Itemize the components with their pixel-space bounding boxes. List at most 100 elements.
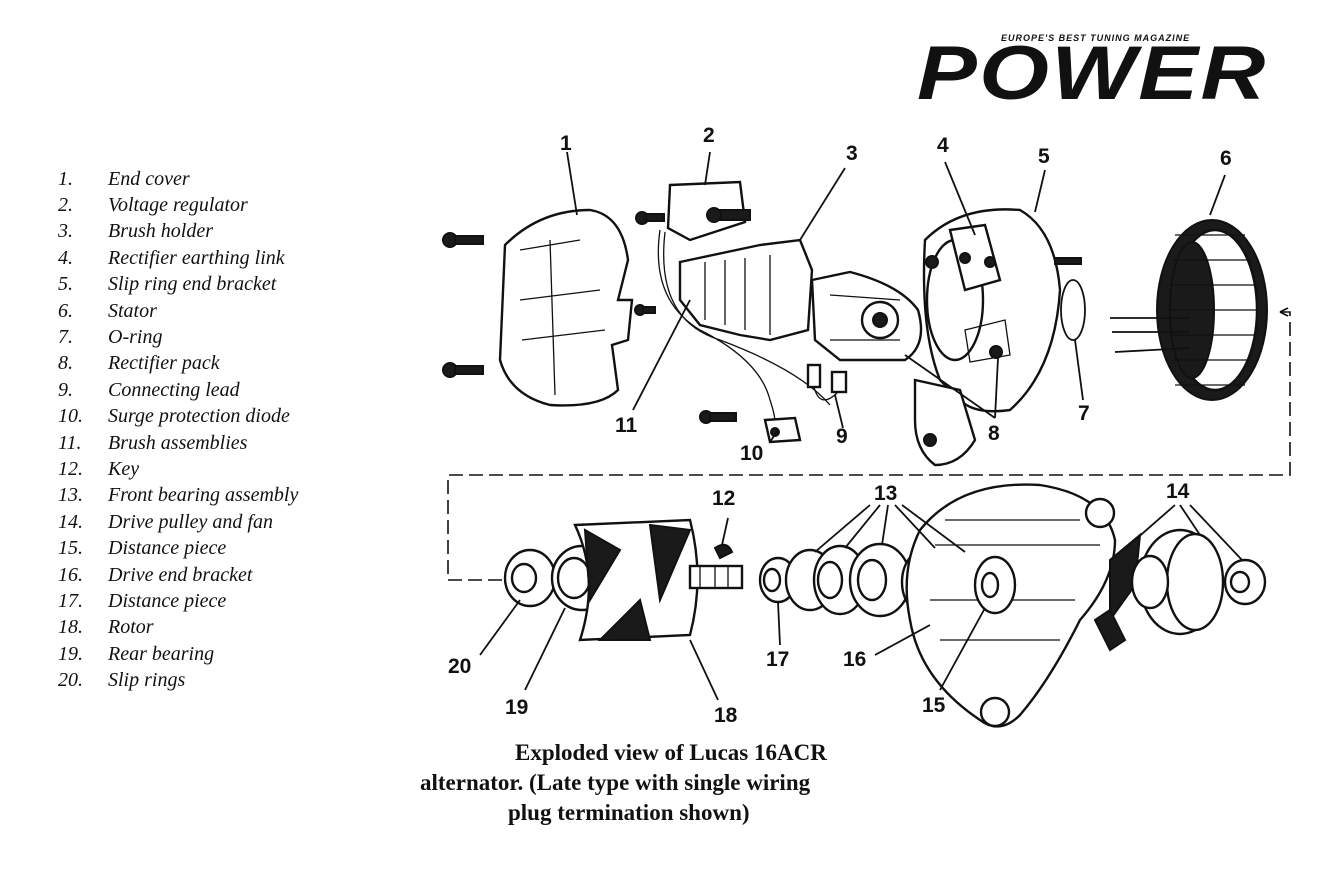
legend-item: 2. Voltage regulator xyxy=(48,192,388,218)
legend-item: 16. Drive end bracket xyxy=(48,562,388,588)
legend-label: Slip ring end bracket xyxy=(108,273,277,296)
legend-number: 15. xyxy=(58,537,83,560)
legend-number: 14. xyxy=(58,510,83,533)
legend-label: Slip rings xyxy=(108,669,186,692)
end-cover-bolt xyxy=(442,362,484,378)
legend-item: 17. Distance piece xyxy=(48,588,388,614)
legend-label: Front bearing assembly xyxy=(108,484,299,507)
assembly-path-arrow xyxy=(1279,307,1289,317)
callout-20: 20 xyxy=(448,655,471,678)
legend-number: 17. xyxy=(58,589,83,612)
callout-8: 8 xyxy=(988,422,1000,445)
slip-rings-part xyxy=(503,548,557,608)
legend-number: 5. xyxy=(58,273,73,296)
legend-number: 4. xyxy=(58,246,73,269)
assembly-path-line xyxy=(447,311,1291,581)
legend-label: Brush assemblies xyxy=(108,431,248,454)
callout-14: 14 xyxy=(1166,480,1190,503)
legend-label: Voltage regulator xyxy=(108,194,248,217)
callout-13: 13 xyxy=(874,482,897,505)
legend-item: 11. Brush assemblies xyxy=(48,430,388,456)
legend-number: 1. xyxy=(58,167,73,190)
legend-number: 8. xyxy=(58,352,73,375)
screw xyxy=(634,304,656,316)
legend-number: 6. xyxy=(58,299,73,322)
legend-item: 18. Rotor xyxy=(48,615,388,641)
legend-number: 10. xyxy=(58,405,83,428)
callout-18: 18 xyxy=(714,704,738,727)
legend-label: Distance piece xyxy=(108,589,227,612)
legend-label: Rotor xyxy=(108,616,154,639)
legend-number: 7. xyxy=(58,326,73,349)
logo-tagline: EUROPE'S BEST TUNING MAGAZINE xyxy=(1001,33,1191,43)
parts-legend: 1.End cover 2. Voltage regulator 3. Brush … xyxy=(48,166,388,694)
legend-number: 16. xyxy=(58,563,83,586)
callout-2: 2 xyxy=(703,124,715,147)
legend-item: 13.Front bearing assembly xyxy=(48,483,388,509)
legend-item: 6. Stator xyxy=(48,298,388,324)
magazine-logo: EUROPE'S BEST TUNING MAGAZINE POWER xyxy=(915,30,1325,112)
distance-piece-15-part xyxy=(973,555,1017,615)
callout-17: 17 xyxy=(766,648,789,671)
legend-number: 18. xyxy=(58,616,83,639)
legend-label: Rectifier pack xyxy=(108,352,220,375)
connecting-lead-part xyxy=(806,363,848,401)
rectifier-earthing-link-part xyxy=(925,223,1002,292)
legend-number: 2. xyxy=(58,194,73,217)
legend-item: 20. Slip rings xyxy=(48,667,388,693)
legend-label: Brush holder xyxy=(108,220,213,243)
legend-label: Connecting lead xyxy=(108,378,240,401)
legend-number: 11. xyxy=(58,431,82,454)
legend-label: O-ring xyxy=(108,326,163,349)
key-part xyxy=(713,543,734,560)
callout-3: 3 xyxy=(846,142,858,165)
figure-caption: Exploded view of Lucas 16ACR alternator.… xyxy=(400,738,960,828)
screw xyxy=(699,410,737,424)
drive-pulley-and-fan-part xyxy=(1093,528,1267,652)
legend-item: 1.End cover xyxy=(48,166,388,192)
legend-label: Stator xyxy=(108,299,157,322)
legend-number: 9. xyxy=(58,378,73,401)
legend-number: 3. xyxy=(58,220,73,243)
o-ring-part xyxy=(1060,279,1086,341)
end-cover-bolt xyxy=(442,232,484,248)
legend-label: Distance piece xyxy=(108,537,227,560)
callout-11: 11 xyxy=(615,414,638,437)
stator-part xyxy=(1110,219,1268,401)
callout-16: 16 xyxy=(843,648,866,671)
callout-6: 6 xyxy=(1220,147,1232,170)
legend-item: 19.Rear bearing xyxy=(48,641,388,667)
legend-item: 5. Slip ring end bracket xyxy=(48,272,388,298)
callout-1: 1 xyxy=(560,132,572,155)
legend-label: Rear bearing xyxy=(108,642,215,665)
voltage-regulator-part xyxy=(657,180,831,431)
leader-lines xyxy=(479,151,1243,701)
callout-12: 12 xyxy=(712,487,735,510)
screw xyxy=(635,211,665,225)
rectifier-pack-part xyxy=(810,270,923,362)
legend-item: 4.Rectifier earthing link xyxy=(48,245,388,271)
legend-item: 10. Surge protection diode xyxy=(48,404,388,430)
legend-item: 14. Drive pulley and fan xyxy=(48,509,388,535)
brush-holder-part xyxy=(678,238,814,342)
legend-item: 12.Key xyxy=(48,456,388,482)
callout-7: 7 xyxy=(1078,402,1090,425)
legend-item: 15. Distance piece xyxy=(48,535,388,561)
legend-label: Drive end bracket xyxy=(108,563,253,586)
legend-item: 3. Brush holder xyxy=(48,219,388,245)
legend-item: 8. Rectifier pack xyxy=(48,351,388,377)
legend-number: 12. xyxy=(58,457,83,480)
callout-9: 9 xyxy=(836,425,848,448)
legend-label: Surge protection diode xyxy=(108,405,290,428)
drive-end-bracket-part xyxy=(905,483,1117,728)
callout-15: 15 xyxy=(922,694,946,717)
caption-line-3: plug termination shown) xyxy=(508,800,750,825)
callout-10: 10 xyxy=(740,442,763,465)
legend-number: 20. xyxy=(58,669,83,692)
legend-label: Drive pulley and fan xyxy=(108,510,273,533)
caption-line-1: Exploded view of Lucas 16ACR xyxy=(515,740,827,765)
rotor-part xyxy=(573,518,744,642)
legend-item: 9. Connecting lead xyxy=(48,377,388,403)
